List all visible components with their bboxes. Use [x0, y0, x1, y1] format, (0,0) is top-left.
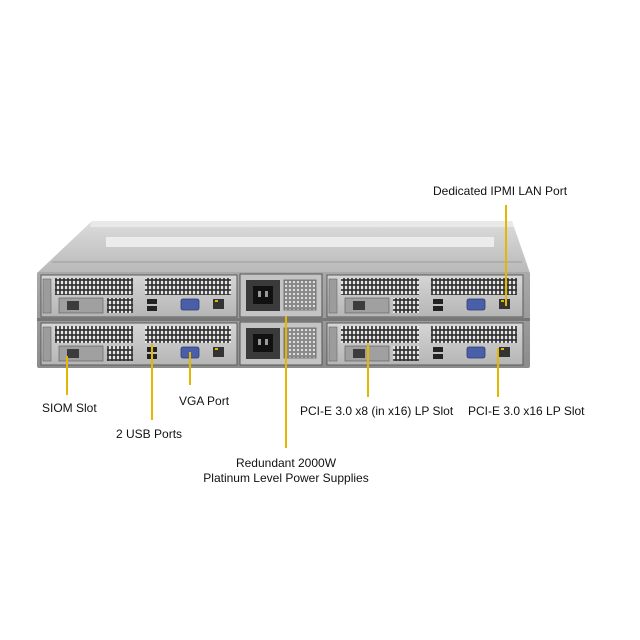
node-bottom-left-siom-slot [58, 345, 104, 362]
callout-power: Redundant 2000W Platinum Level Power Sup… [186, 456, 386, 486]
node-bottom-right-vent-small [393, 346, 419, 361]
callout-ipmi: Dedicated IPMI LAN Port [433, 184, 568, 198]
node-top-right-handle [328, 278, 338, 314]
node-top-left-lan-port [67, 301, 79, 310]
node-top-right-usb-2 [433, 306, 443, 311]
node-bottom-right-usb-2 [433, 354, 443, 359]
node-bottom-left-vent-left [55, 326, 133, 343]
node-top-left-vent-left [55, 278, 133, 295]
callout-siom: SIOM Slot [42, 401, 97, 415]
node-bottom-right-usb-1 [433, 347, 443, 352]
node-bottom-right-handle [328, 326, 338, 362]
power-supply-top [239, 273, 323, 318]
node-top-right-siom-slot [344, 297, 390, 314]
callout-usb: 2 USB Ports [116, 427, 183, 441]
node-bottom-right-lan-port [353, 349, 365, 358]
node-top-left-vga-port [180, 298, 200, 311]
callout-pcie-x16: PCI-E 3.0 x16 LP Slot [468, 404, 585, 418]
node-bays [40, 274, 524, 366]
callout-power-line2: Platinum Level Power Supplies [203, 471, 369, 485]
node-bottom-left-lan-port [67, 349, 79, 358]
node-top-right-ipmi-port [499, 299, 510, 309]
callout-power-line1: Redundant 2000W [235, 456, 337, 470]
node-top-left-usb-2 [147, 306, 157, 311]
node-top-right-ipmi-led [501, 300, 504, 302]
node-top-left-ipmi-led [215, 300, 218, 302]
node-bottom-left-handle [42, 326, 52, 362]
node-bottom-right-vent-left [341, 326, 419, 343]
node-bottom-right-vga-port [466, 346, 486, 359]
node-top-right-lan-port [353, 301, 365, 310]
node-bottom-left-ipmi-led [215, 348, 218, 350]
node-top-left-siom-slot [58, 297, 104, 314]
node-bottom-right-ipmi-led [501, 348, 504, 350]
node-top-left-usb-1 [147, 299, 157, 304]
callout-vga: VGA Port [179, 394, 230, 408]
chassis-top [37, 221, 530, 273]
node-bottom-right-vent-right [431, 326, 517, 343]
leader-lines [66, 205, 507, 448]
callout-pcie-x8: PCI-E 3.0 x8 (in x16) LP Slot [300, 404, 454, 418]
node-top-right-vent-small [393, 298, 419, 313]
node-bottom-left-ipmi-port [213, 347, 224, 357]
node-top-left-vent-right [145, 278, 231, 295]
node-top-left-ipmi-port [213, 299, 224, 309]
node-top-right-vga-port [466, 298, 486, 311]
node-top-left-handle [42, 278, 52, 314]
node-top-right-vent-right [431, 278, 517, 295]
node-top-right-usb-1 [433, 299, 443, 304]
node-top-left-vent-small [107, 298, 133, 313]
node-bottom-left-vent-right [145, 326, 231, 343]
node-bottom-right-ipmi-port [499, 347, 510, 357]
power-supply-bottom [239, 321, 323, 366]
node-top-right-vent-left [341, 278, 419, 295]
node-bottom-left-vent-small [107, 346, 133, 361]
